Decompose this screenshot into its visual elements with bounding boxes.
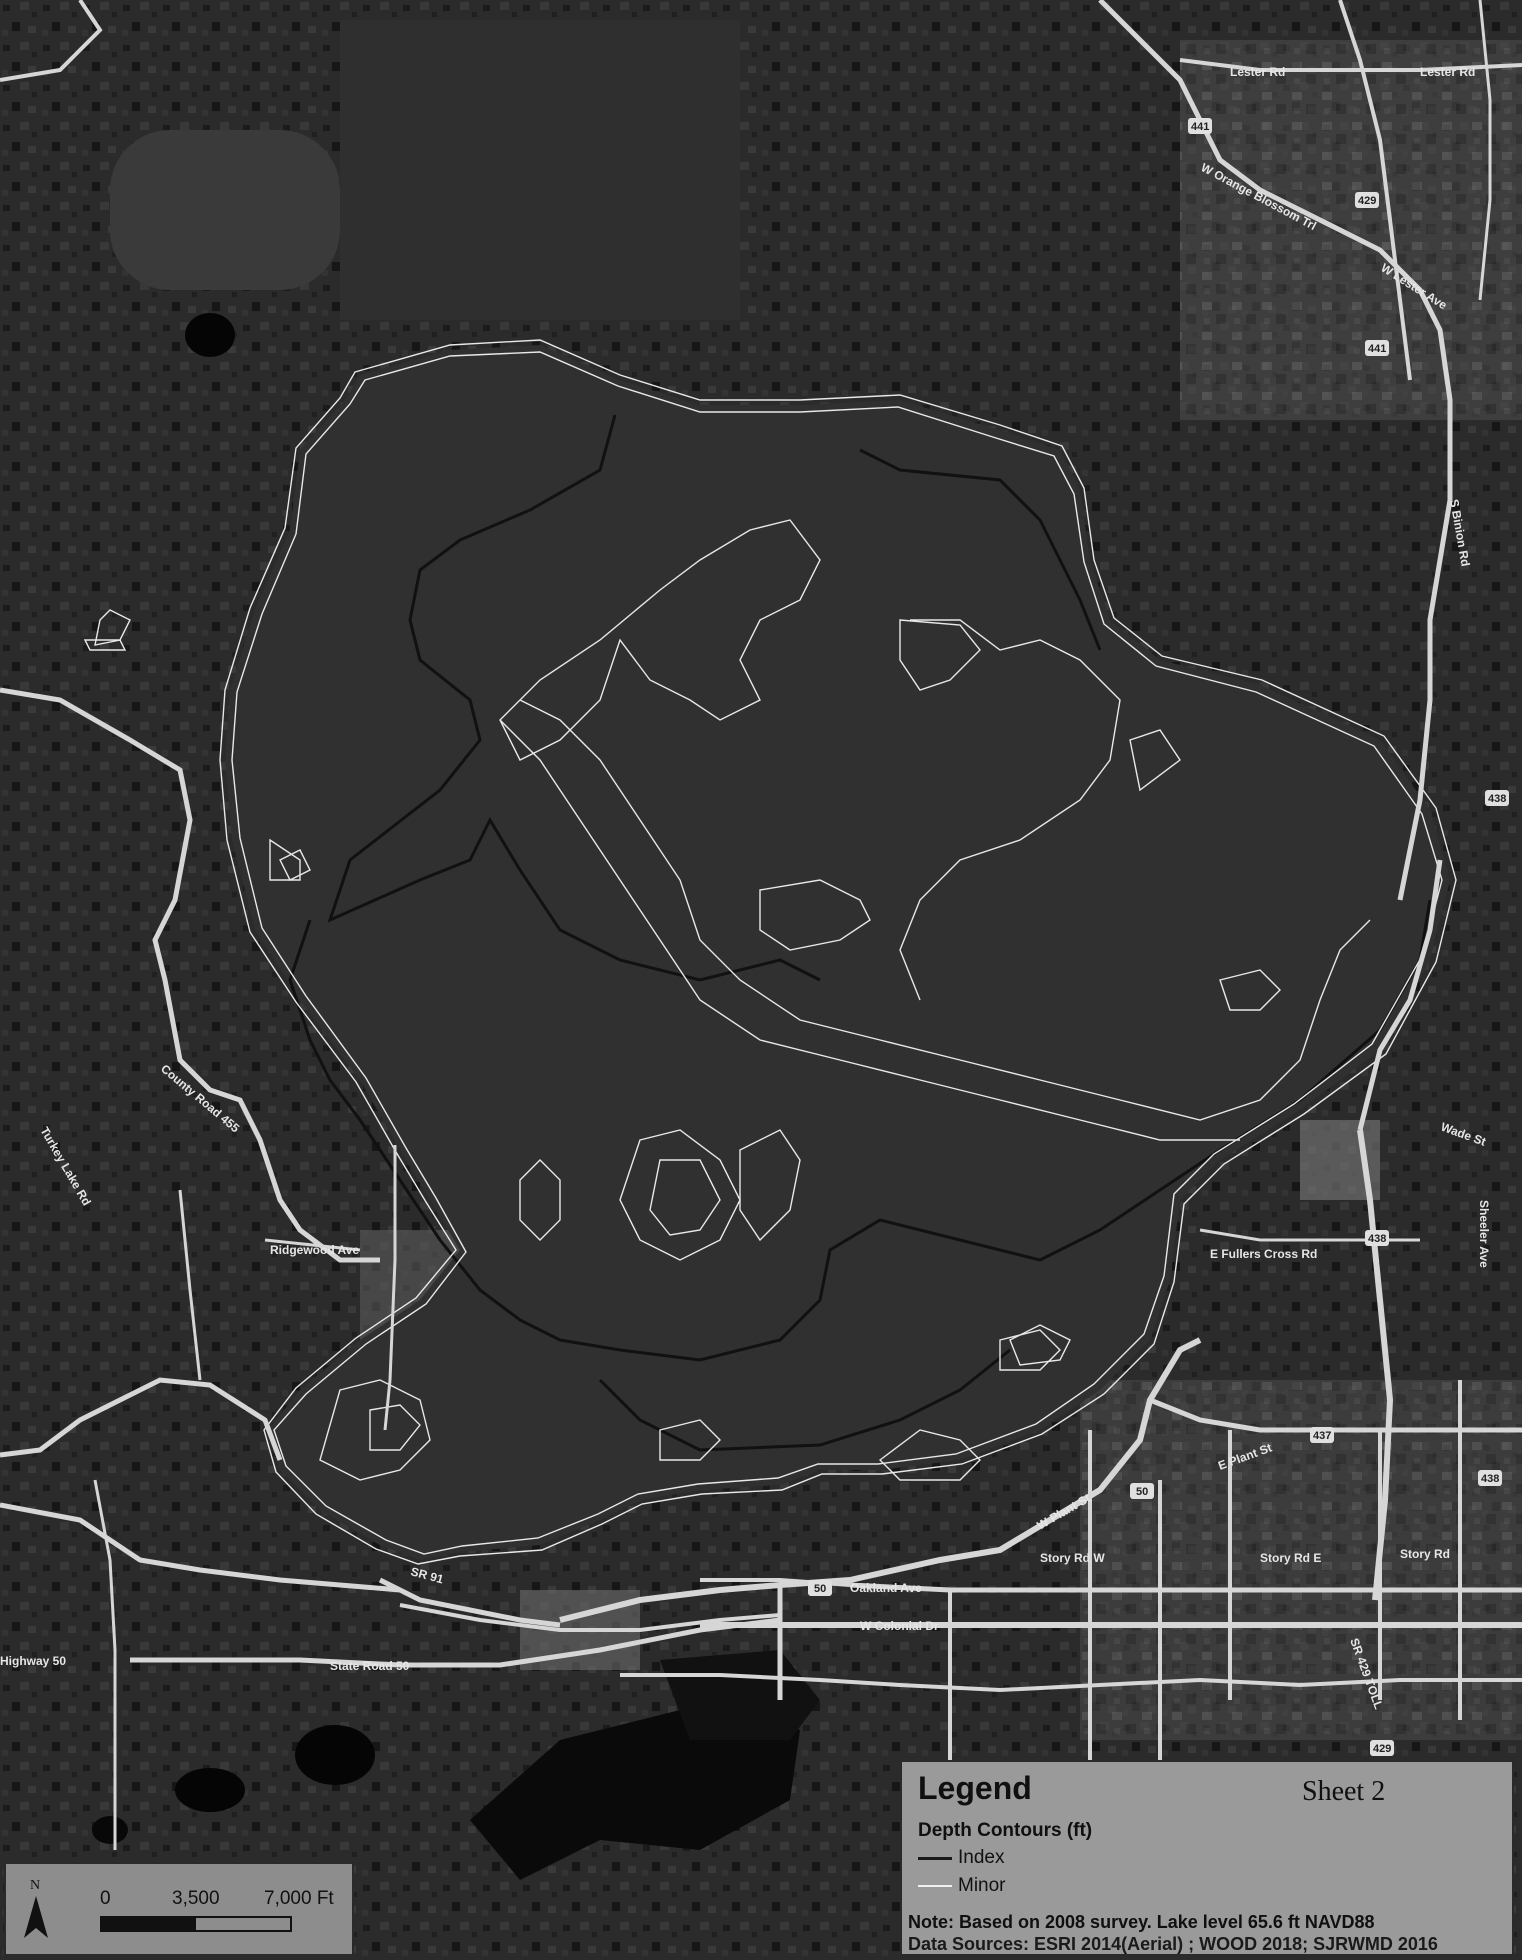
legend-item-label: Index (958, 1847, 1005, 1868)
north-label: N (30, 1878, 41, 1893)
road (178, 1189, 202, 1381)
route-shield (1130, 1483, 1154, 1499)
pond (185, 313, 235, 357)
index-contour (859, 448, 1102, 651)
road (1179, 58, 1522, 72)
road (264, 1238, 361, 1252)
road (399, 1603, 781, 1632)
depth-contours-heading: Depth Contours (ft) (918, 1820, 1093, 1841)
pond (175, 1768, 245, 1812)
minor-contours (83, 339, 1457, 1565)
route-shield (1370, 1740, 1394, 1756)
legend-panel: Legend Sheet 2 Depth Contours (ft) Index… (900, 1760, 1514, 1956)
route-shield (1355, 192, 1379, 208)
road-label: Story Rd (1400, 1547, 1450, 1561)
road-label: Story Rd E (1260, 1551, 1321, 1565)
road (0, 0, 103, 82)
route-shield-label: 50 (1136, 1486, 1148, 1498)
road (378, 1577, 561, 1628)
route-shield-label: 438 (1481, 1473, 1499, 1485)
field-north (340, 20, 740, 320)
legend-item-index: Index (918, 1846, 1004, 1870)
road-label: W Colonial Dr (860, 1619, 939, 1633)
road (1098, 0, 1453, 500)
road (0, 1502, 401, 1593)
scale-bar (100, 1916, 292, 1932)
road (0, 687, 380, 1263)
legend-item-label: Minor (958, 1875, 1006, 1896)
pond-south (470, 1700, 800, 1880)
route-shield (1365, 1230, 1389, 1246)
road (1149, 1397, 1522, 1433)
route-shield-label: 429 (1358, 195, 1376, 207)
route-shield-label: 437 (1313, 1430, 1331, 1442)
route-shield-label: 50 (814, 1583, 826, 1595)
north-arrow-icon (24, 1896, 48, 1938)
minor-line-swatch (918, 1885, 952, 1887)
road-label: State Road 50 (330, 1659, 410, 1673)
road (620, 1673, 1522, 1693)
sheet-label: Sheet 2 (1302, 1776, 1386, 1807)
road (1478, 0, 1492, 301)
legend-item-minor: Minor (918, 1874, 1006, 1898)
road-label: Lester Rd (1420, 65, 1475, 79)
route-shield-label: 429 (1373, 1743, 1391, 1755)
road (383, 1145, 397, 1431)
route-shield (1188, 118, 1212, 134)
data-sources: Data Sources: ESRI 2014(Aerial) ; WOOD 2… (908, 1934, 1438, 1954)
road-label: Story Rd W (1040, 1551, 1105, 1565)
road (93, 1479, 117, 1850)
road-label: Sheeler Ave (1477, 1200, 1491, 1268)
field-northwest (110, 130, 340, 290)
road-label: Highway 50 (0, 1654, 66, 1668)
urban-area-east (1180, 40, 1522, 420)
road (130, 1617, 781, 1668)
road (1357, 859, 1443, 1131)
road-network (0, 0, 1522, 1850)
survey-note: Note: Based on 2008 survey. Lake level 6… (908, 1912, 1375, 1932)
road-label: Lester Rd (1230, 65, 1285, 79)
route-shield-label: 438 (1368, 1233, 1386, 1245)
scale-tick-label: 3,500 (172, 1888, 220, 1909)
route-shield-label: 441 (1191, 121, 1209, 133)
lake-body (225, 345, 1450, 1560)
legend-title: Legend (918, 1770, 1032, 1806)
scale-box: N 0 3,500 7,000 Ft (4, 1862, 354, 1956)
route-shields: 441 429 441 438 438 50 437 50 438 429 (808, 118, 1509, 1756)
route-shield (1365, 340, 1389, 356)
road (849, 1582, 1522, 1593)
scale-tick-label: 0 (100, 1888, 111, 1909)
route-shield (1485, 790, 1509, 806)
scale-tick-label: 7,000 Ft (264, 1888, 334, 1909)
road-label: E Fullers Cross Rd (1210, 1247, 1317, 1261)
scale-bar-fill (102, 1918, 196, 1930)
road-label: Oakland Ave (850, 1581, 922, 1595)
road (1357, 1129, 1394, 1601)
pond (92, 1816, 128, 1844)
road (0, 1377, 283, 1461)
route-shield (1310, 1427, 1334, 1443)
road (1338, 0, 1412, 381)
index-contour (598, 1348, 1011, 1452)
road (1397, 499, 1453, 901)
route-shield-label: 438 (1488, 793, 1506, 805)
road-label: Ridgewood Ave (270, 1243, 359, 1257)
route-shield (1478, 1470, 1502, 1486)
route-shield (808, 1580, 832, 1596)
index-line-swatch (918, 1856, 952, 1860)
route-shield-label: 441 (1368, 343, 1386, 355)
pond (295, 1725, 375, 1785)
